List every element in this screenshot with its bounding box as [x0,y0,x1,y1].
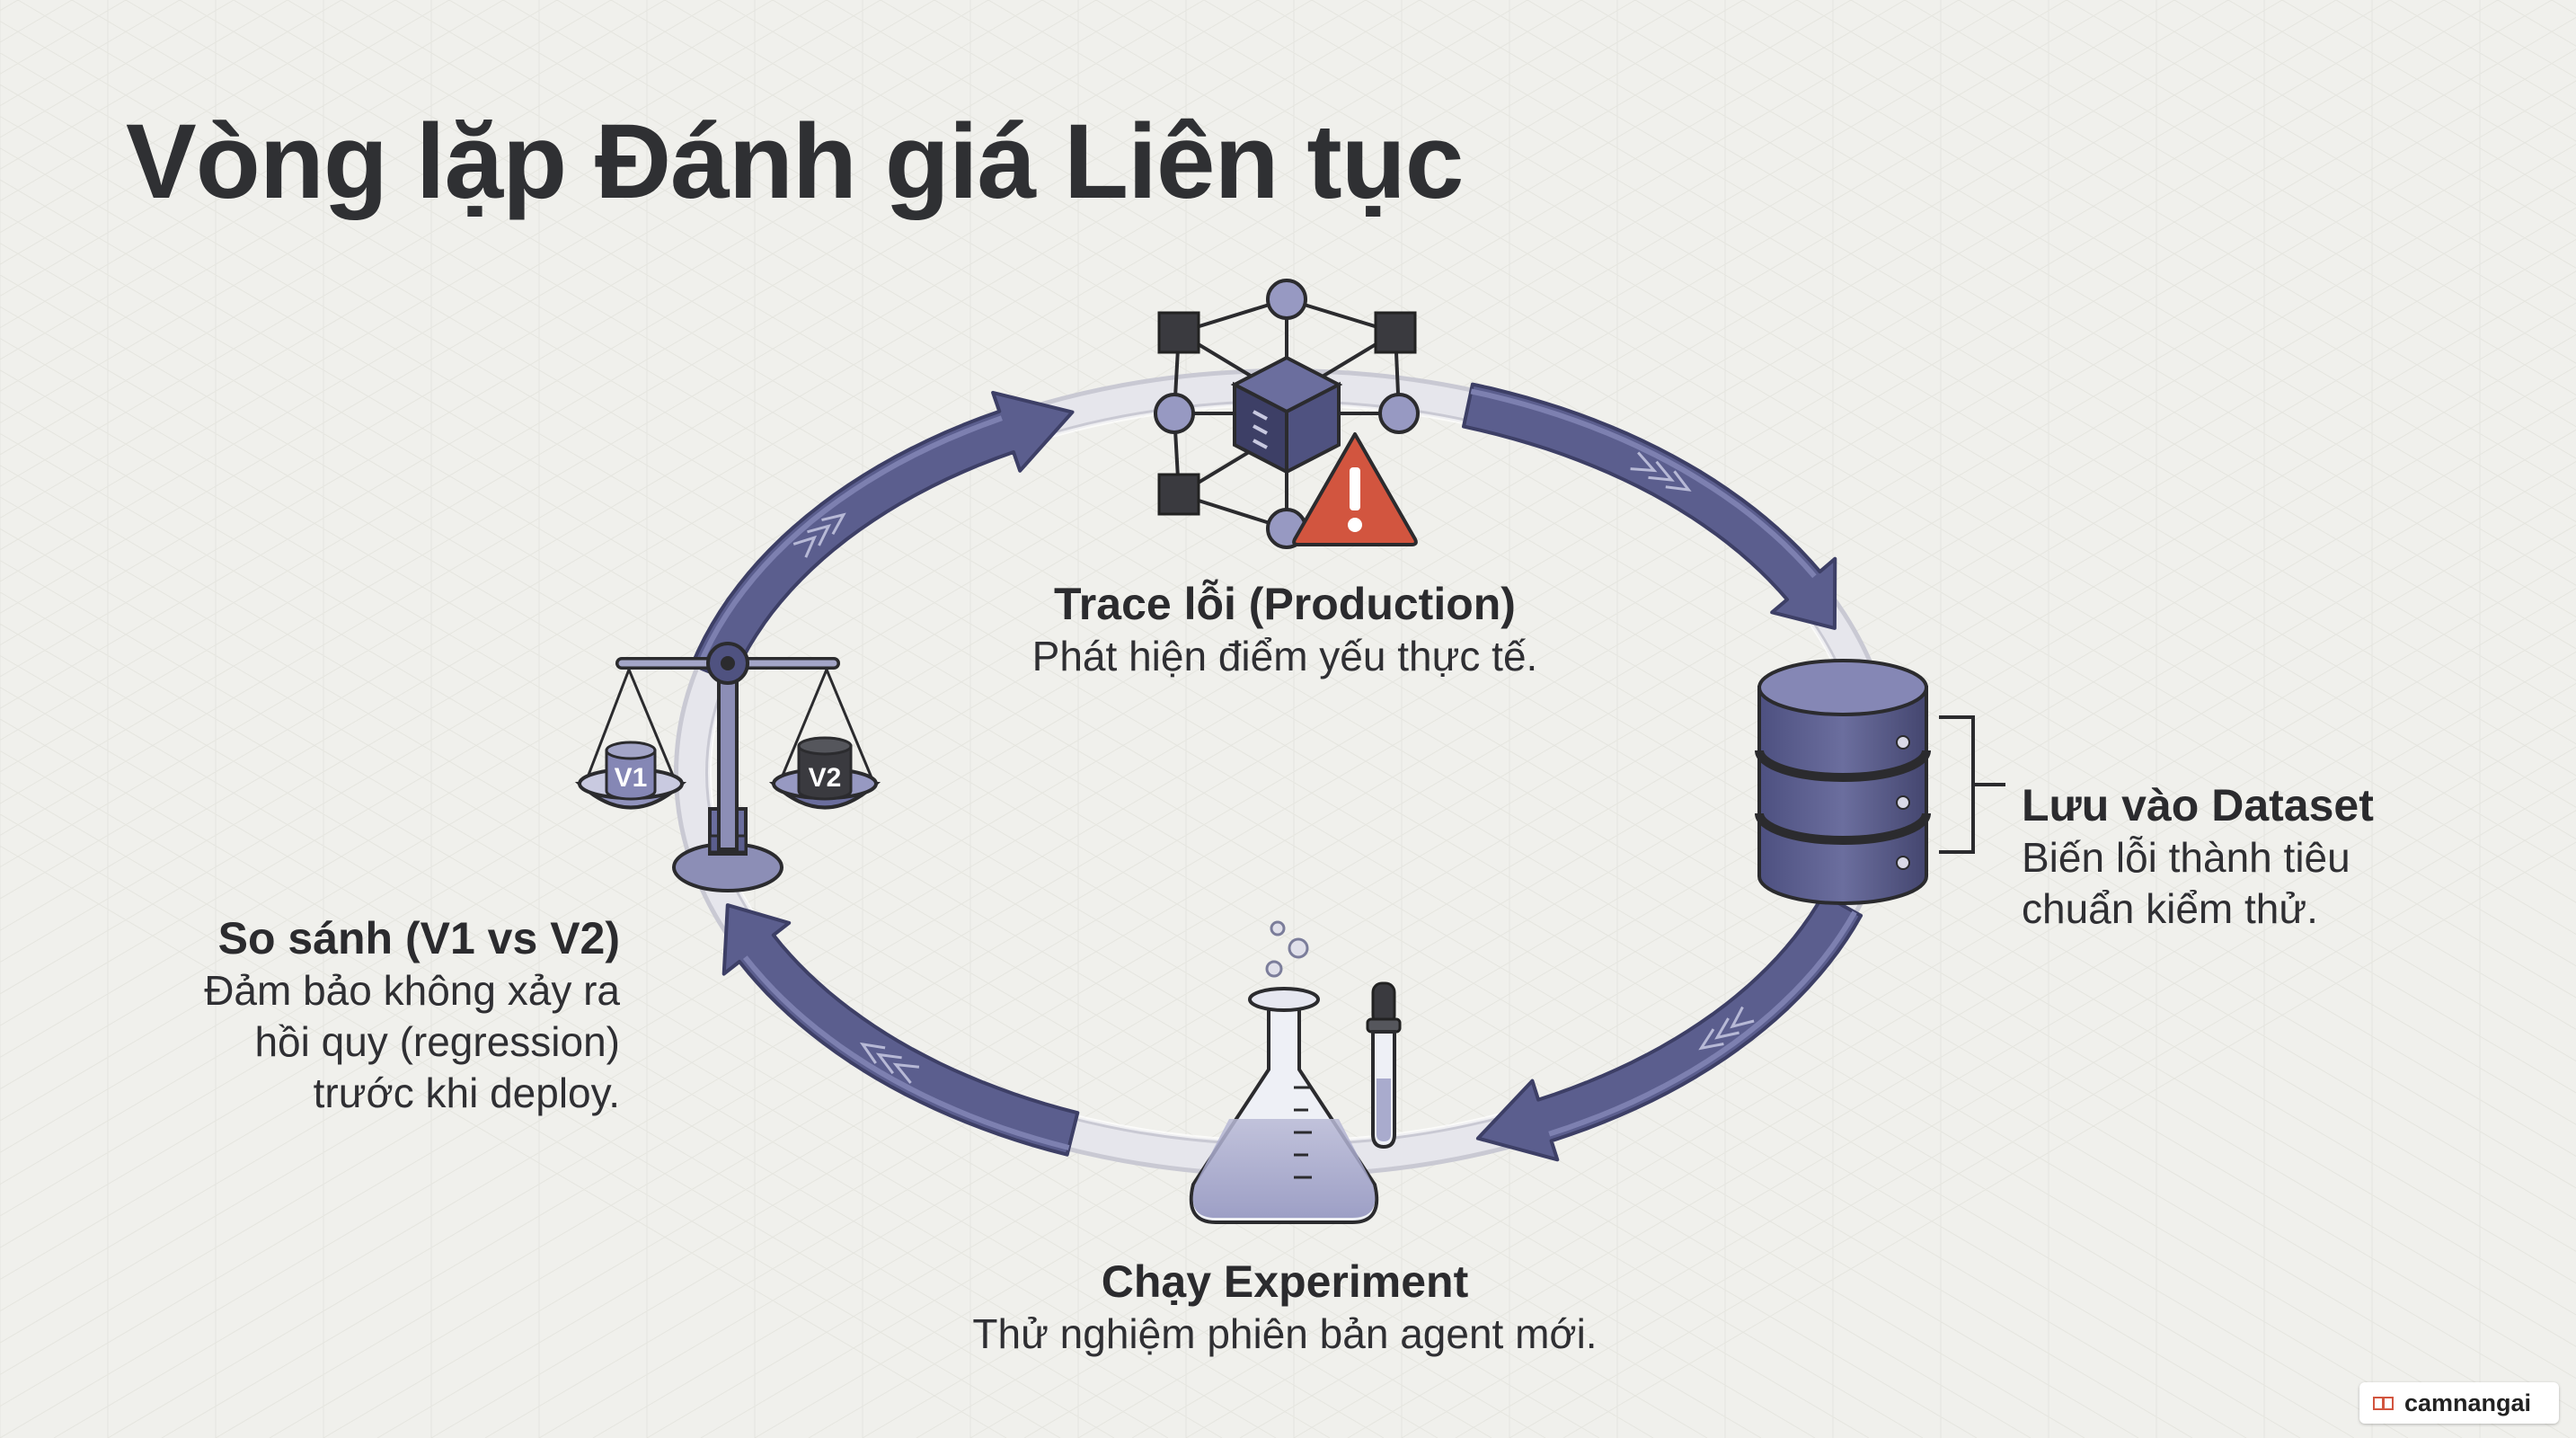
chevron-icon [1698,1028,1724,1051]
cycle-arrow-bottom-left-highlight [742,955,1070,1150]
book-logo-icon [2373,1397,2394,1410]
flask-icon [1189,920,1379,1224]
cycle-arrow-bottom-left [721,903,1080,1157]
step-experiment-heading: Chạy Experiment [1101,1256,1469,1307]
chevron-icon [875,1052,902,1075]
step-compare-description-line: trước khi deploy. [313,1070,620,1116]
dropper-icon [1366,981,1402,1150]
cycle-arrows [690,382,1863,1162]
cycle-arrow-top-left [690,390,1075,683]
step-trace: Trace lỗi (Production) Phát hiện điểm yế… [979,577,1590,682]
chevron-icon [1665,470,1692,492]
page-title: Vòng lặp Đánh giá Liên tục [126,102,1464,221]
step-compare-heading: So sánh (V1 vs V2) [217,913,620,963]
chevron-icon [1730,1006,1755,1029]
scale-label-v1: V1 [615,763,648,793]
step-compare-description-line: Đảm bảo không xảy ra [204,967,620,1014]
warning-icon [1292,432,1418,546]
step-compare: So sánh (V1 vs V2) Đảm bảo không xảy ra … [144,911,620,1119]
network-cube-icon [1154,279,1420,549]
step-compare-description-line: hồi quy (regression) [254,1018,620,1065]
step-dataset: Lưu vào Dataset Biến lỗi thành tiêu chuẩ… [2022,778,2444,935]
chevron-icon [859,1042,886,1064]
chevron-icon [821,512,846,536]
step-dataset-description-line: chuẩn kiểm thử. [2022,885,2318,932]
cycle-arrow-top-left-highlight [695,415,1003,669]
scale-label-v2: V2 [809,763,842,793]
step-experiment: Chạy Experiment Thử nghiệm phiên bản age… [925,1255,1644,1360]
chevron-icon [792,535,818,558]
watermark-text: camnangai [2404,1389,2532,1416]
watermark: camnangai [2359,1382,2559,1424]
cycle-arrow-top-right-highlight [1470,388,1817,579]
cycle-arrow-bottom-right [1475,892,1863,1162]
chevron-icon [892,1062,920,1084]
balance-scale-icon: V1 V2 [574,642,881,892]
step-trace-description: Phát hiện điểm yếu thực tế. [1031,633,1538,679]
chevron-icon [1714,1017,1739,1040]
chevron-icon [807,523,832,546]
database-icon [1755,659,2005,905]
cycle-arrow-top-right [1462,382,1837,630]
cycle-arrow-bottom-right-highlight [1548,910,1857,1137]
step-dataset-description-line: Biến lỗi thành tiêu [2022,834,2350,881]
chevron-icon [1648,460,1675,482]
chevron-icon [1630,451,1658,473]
step-dataset-heading: Lưu vào Dataset [2022,780,2374,830]
step-experiment-description: Thử nghiệm phiên bản agent mới. [972,1310,1598,1357]
step-trace-heading: Trace lỗi (Production) [1054,579,1516,629]
